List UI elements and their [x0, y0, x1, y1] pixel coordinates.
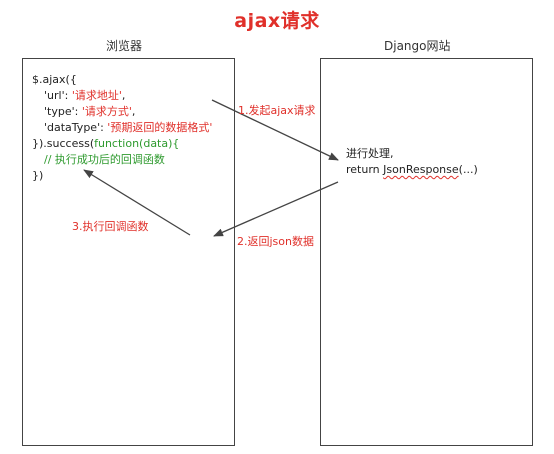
- django-site-label: Django网站: [384, 39, 451, 53]
- code-line-comment: // 执行成功后的回调函数: [44, 153, 165, 166]
- code-success-prefix: }).success(: [32, 137, 95, 150]
- code-line-url: 'url': '请求地址',: [32, 88, 212, 104]
- code-line-ajax-open: $.ajax({: [32, 73, 77, 86]
- server-return-args: (...): [458, 163, 478, 176]
- code-line-type: 'type': '请求方式',: [32, 104, 212, 120]
- browser-label: 浏览器: [106, 39, 143, 53]
- step-3-label: 3.执行回调函数: [72, 220, 149, 233]
- step-1-label: 1.发起ajax请求: [238, 104, 316, 117]
- server-return-keyword: return: [346, 163, 384, 176]
- code-comma: ,: [131, 105, 136, 118]
- code-datatype-key: 'dataType':: [44, 121, 108, 134]
- server-line-return: return JsonResponse(...): [346, 162, 478, 178]
- code-type-value: '请求方式': [81, 105, 132, 118]
- code-type-key: 'type':: [44, 105, 82, 118]
- code-url-key: 'url':: [44, 89, 72, 102]
- server-line-process: 进行处理,: [346, 147, 394, 160]
- code-success-function: function(data){: [94, 137, 180, 150]
- code-url-value: '请求地址': [71, 89, 122, 102]
- arrow-request: [211, 99, 339, 161]
- diagram-title: ajax请求: [234, 10, 320, 32]
- arrow-callback: [83, 169, 191, 236]
- step-2-label: 2.返回json数据: [237, 235, 314, 248]
- code-line-datatype: 'dataType': '预期返回的数据格式': [32, 120, 212, 136]
- code-line-success: }).success(function(data){: [32, 136, 212, 152]
- code-line-close: }): [32, 169, 44, 182]
- code-datatype-value: '预期返回的数据格式': [107, 121, 213, 134]
- django-box: [320, 58, 533, 446]
- browser-box: [22, 58, 235, 446]
- arrow-response: [213, 181, 339, 237]
- code-comma: ,: [121, 89, 126, 102]
- server-code-block: 进行处理, return JsonResponse(...): [346, 146, 478, 178]
- ajax-code-block: $.ajax({ 'url': '请求地址', 'type': '请求方式', …: [32, 72, 212, 184]
- server-jsonresponse: JsonResponse: [383, 163, 459, 176]
